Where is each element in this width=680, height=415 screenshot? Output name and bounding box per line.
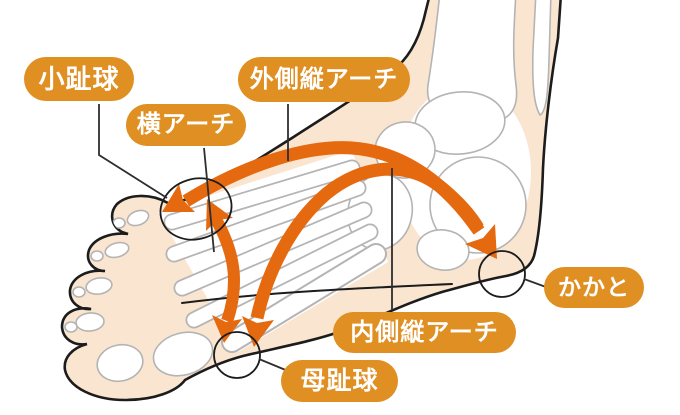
- label-heel: かかと: [544, 267, 644, 308]
- toe-phalanx-bones: [64, 209, 214, 383]
- lateral-arch-arrowhead-heel: [465, 224, 497, 259]
- transverse-arch-arrowhead-bottom: [212, 315, 242, 343]
- heel-marker: [478, 250, 526, 298]
- medial-arch-arrow: [250, 162, 484, 320]
- metatarsal-bone: [187, 225, 377, 327]
- little-toe-ball-leader-line: [98, 104, 168, 199]
- cuboid-bone: [416, 229, 470, 271]
- big-toe-ball-marker: [213, 331, 261, 379]
- instep-line: [181, 283, 453, 304]
- transverse-arch-arrowhead-top: [206, 199, 233, 231]
- label-transverse-arch: 横アーチ: [126, 104, 246, 146]
- transverse-arch-leader-line: [203, 147, 215, 253]
- medial-arch-arrowhead-big-toe: [242, 316, 274, 347]
- arch-arrows: [162, 141, 497, 347]
- point-markers: [159, 177, 526, 379]
- fibula-bone: [531, 0, 552, 117]
- label-medial-longitudinal-arch: 内側縦アーチ: [333, 312, 516, 353]
- metatarsal-bone: [165, 161, 359, 229]
- big-toe-distal-phalanx: [96, 343, 144, 383]
- label-big-toe-ball: 母趾球: [281, 360, 398, 402]
- heel-leader-line: [523, 278, 547, 288]
- label-lateral-longitudinal-arch: 外側縦アーチ: [238, 57, 410, 102]
- lateral-arch-arrowhead-little-toe: [162, 184, 195, 212]
- little-toe-ball-marker: [159, 177, 233, 241]
- metatarsal-bone: [175, 203, 371, 295]
- big-toe-proximal-phalanx: [152, 331, 214, 377]
- transverse-arch-arrow: [208, 212, 241, 324]
- label-little-toe-ball: 小趾球: [24, 57, 134, 101]
- calcaneus-bone: [429, 156, 527, 254]
